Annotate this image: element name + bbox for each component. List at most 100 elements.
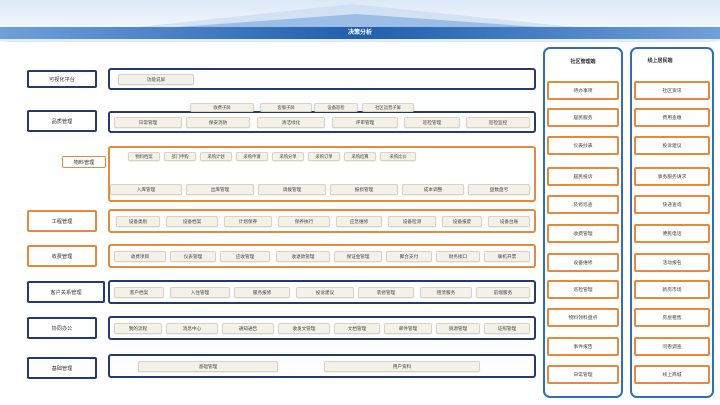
row-item[interactable]: 采购订单 (308, 152, 340, 161)
header-banner (0, 0, 720, 44)
row-item[interactable]: 服务报修 (234, 287, 290, 298)
column-item[interactable]: 费用查缴 (634, 108, 710, 127)
row-item[interactable]: 应收管理 (220, 251, 270, 262)
row-label-crm: 客户关系管理 (27, 281, 105, 303)
row-item[interactable]: 采购计划 (200, 152, 232, 161)
row-item[interactable]: 采购结算 (344, 152, 376, 161)
column-item[interactable]: 设备维修 (547, 253, 619, 272)
row-item[interactable]: 聚合支付 (386, 251, 432, 262)
column-item[interactable]: 快递查询 (634, 195, 710, 214)
row-item[interactable]: 我的流程 (114, 323, 162, 334)
column-item[interactable]: 社区资讯 (634, 81, 710, 100)
row-label-material: 物料管理 (62, 156, 106, 168)
column-online: 线上居民端 社区资讯 费用查缴 投诉建议 事务服务请求 快递查询 便民电话 活动… (630, 47, 714, 398)
row-item[interactable]: 设备报废 (442, 216, 482, 227)
row-item[interactable]: 收发文管理 (278, 323, 330, 334)
row-item[interactable]: 通知通告 (222, 323, 274, 334)
row-item[interactable]: 证照管理 (484, 323, 530, 334)
row-item[interactable]: 设备台账 (488, 216, 530, 227)
row-label-office: 协同办公 (27, 317, 97, 339)
column-item[interactable]: 活动报名 (634, 253, 710, 272)
column-item[interactable]: 装修巡查 (547, 195, 619, 214)
column-item[interactable]: 仪表抄表 (547, 136, 619, 155)
row-item[interactable]: 邮件管理 (384, 323, 432, 334)
row-label-viz: 可视化平台 (27, 70, 97, 88)
row-item[interactable]: 出库管理 (186, 184, 254, 195)
column-item[interactable]: 房屋租售 (634, 308, 710, 327)
column-title: 线上居民端 (647, 58, 673, 64)
row-item[interactable]: 装修管理 (358, 287, 414, 298)
row-item[interactable]: 成本调整 (402, 184, 464, 195)
row-item[interactable]: 日常管理 (114, 117, 182, 128)
row-top-item[interactable]: 收费子屏 (190, 103, 254, 112)
column-item[interactable]: 事务服务请求 (634, 167, 710, 186)
row-item[interactable]: 资源管理 (436, 323, 480, 334)
row-item[interactable]: 文档管理 (334, 323, 380, 334)
row-item[interactable]: 应急维修 (336, 216, 382, 227)
row-item[interactable]: 前端服务 (476, 287, 530, 298)
column-community: 社区管理端 待办事项 居民服务 仪表抄表 居民投诉 装修巡查 收费管理 设备维修… (543, 47, 623, 398)
row-item[interactable]: 保证金管理 (334, 251, 382, 262)
row-item[interactable]: 客户档案 (114, 287, 164, 298)
row-item[interactable]: 设备类别 (116, 216, 160, 227)
row-item[interactable]: 计划保养 (224, 216, 272, 227)
column-item[interactable]: 收费管理 (547, 224, 619, 243)
row-item[interactable]: 用户资料 (324, 361, 480, 372)
row-item[interactable]: 消息中心 (166, 323, 218, 334)
row-item[interactable]: 巡检管理 (404, 117, 460, 128)
row-item[interactable]: 入住管理 (170, 287, 230, 298)
row-frame-crm: 客户档案 入住管理 服务报修 投诉建议 装修管理 租赁服务 前端服务 (108, 280, 536, 304)
row-item[interactable]: 功能说屏 (118, 74, 194, 85)
column-item[interactable]: 问卷调查 (634, 337, 710, 356)
row-item[interactable]: 基础管理 (138, 361, 278, 372)
column-item[interactable]: 居民服务 (547, 108, 619, 127)
column-item[interactable]: 线上商城 (634, 365, 710, 384)
row-frame-quality: 日常管理 保安消防 清洁绿化 评审管理 巡检管理 巡检监控 (108, 111, 536, 133)
row-item[interactable]: 保安消防 (186, 117, 250, 128)
row-item[interactable]: 收退款管理 (276, 251, 330, 262)
row-item[interactable]: 调拨管理 (258, 184, 326, 195)
row-frame-engineering: 设备类别 设备档案 计划保养 保养执行 应急维修 设备检测 设备报废 设备台账 (108, 209, 536, 233)
row-item[interactable]: 设备检测 (388, 216, 436, 227)
column-item[interactable]: 便民电话 (634, 224, 710, 243)
row-item[interactable]: 采购申请 (236, 152, 268, 161)
column-item[interactable]: 物料领料盘点 (547, 308, 619, 327)
row-item[interactable]: 租赁服务 (420, 287, 472, 298)
row-top-item[interactable]: 客服子屏 (260, 103, 312, 112)
row-item[interactable]: 设备档案 (166, 216, 218, 227)
row-item[interactable]: 报损管理 (330, 184, 398, 195)
row-item[interactable]: 收费项目 (114, 251, 166, 262)
row-item[interactable]: 物料档案 (128, 152, 160, 161)
row-item[interactable]: 投诉建议 (296, 287, 354, 298)
column-item[interactable]: 事件报告 (547, 337, 619, 356)
column-item[interactable]: 待办事项 (547, 81, 619, 100)
row-item[interactable]: 清洁绿化 (257, 117, 325, 128)
column-item[interactable]: 投诉建议 (634, 136, 710, 155)
row-frame-base: 基础管理 用户资料 (108, 354, 536, 378)
row-item[interactable]: 仪表管理 (170, 251, 216, 262)
row-frame-charging: 收费项目 仪表管理 应收管理 收退款管理 保证金管理 聚合支付 财务接口 联机开… (108, 244, 536, 268)
row-label-charging: 收费管理 (27, 245, 97, 267)
page-title: 决策分析 (347, 29, 372, 36)
row-item[interactable]: 入库管理 (110, 184, 182, 195)
column-item[interactable]: 新房市场 (634, 280, 710, 299)
row-frame-viz: 功能说屏 (108, 68, 536, 90)
row-label-engineering: 工程管理 (27, 210, 97, 232)
row-label-quality: 品质管理 (27, 110, 97, 132)
column-item[interactable]: 日常管理 (547, 365, 619, 384)
row-item[interactable]: 采购比价 (380, 152, 416, 161)
row-item[interactable]: 巡检监控 (466, 117, 530, 128)
row-frame-office: 我的流程 消息中心 通知通告 收发文管理 文档管理 邮件管理 资源管理 证照管理 (108, 316, 536, 340)
row-item[interactable]: 保养执行 (278, 216, 330, 227)
row-item[interactable]: 盘数盘亏 (468, 184, 530, 195)
row-item[interactable]: 采购分单 (272, 152, 304, 161)
row-item[interactable]: 部门申购 (164, 152, 196, 161)
row-item[interactable]: 评审管理 (332, 117, 398, 128)
column-item[interactable]: 居民投诉 (547, 167, 619, 186)
row-label-base: 基础管理 (27, 357, 97, 379)
column-item[interactable]: 巡检管理 (547, 280, 619, 299)
row-top-item[interactable]: 设备巡检 (314, 103, 358, 112)
row-item[interactable]: 联机开票 (484, 251, 530, 262)
row-top-item[interactable]: 社区运营子屏 (362, 103, 414, 112)
row-item[interactable]: 财务接口 (436, 251, 480, 262)
